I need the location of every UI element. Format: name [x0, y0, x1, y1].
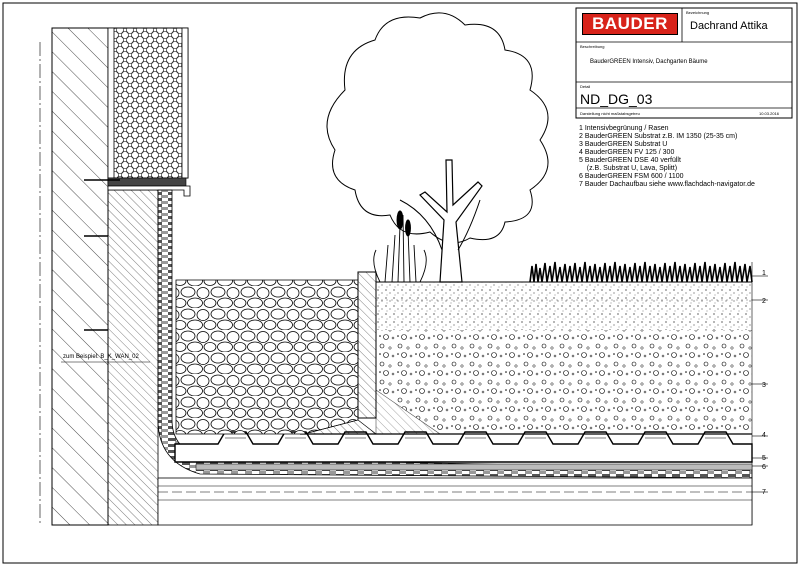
turf	[376, 261, 753, 283]
detail-label: Detail	[580, 84, 591, 89]
layer-marker-5: 5	[762, 455, 766, 462]
roof-buildup	[157, 477, 753, 526]
layer-marker-4: 4	[762, 432, 766, 439]
layer-marker-2: 2	[762, 298, 766, 305]
description-label: Beschreibung	[580, 44, 605, 49]
bauder-logo: BAUDER	[582, 13, 678, 35]
description: BauderGREEN Intensiv, Dachgarten Bäume	[590, 59, 708, 65]
layer-marker-6: 6	[762, 464, 766, 471]
substrate-u	[376, 330, 752, 434]
layer-markers: 1 2 3 4 5 6 7	[762, 270, 766, 496]
legend-item-7: 7 Bauder Dachaufbau siehe www.flachdach-…	[579, 181, 755, 188]
drainage-element	[174, 431, 753, 463]
detail-id: ND_DG_03	[580, 91, 653, 107]
date: 10.03.2016	[759, 111, 780, 116]
reed-plants	[373, 210, 427, 283]
tree	[326, 12, 549, 283]
layer-marker-1: 1	[762, 270, 766, 277]
legend-item-5: 5 BauderGREEN DSE 40 verfüllt	[579, 157, 681, 164]
gravel-strip	[175, 279, 359, 435]
attic-parapet	[84, 177, 191, 526]
intensive-substrate	[376, 282, 752, 330]
legend-item-2: 2 BauderGREEN Substrat z.B. IM 1350 (25-…	[579, 133, 738, 140]
designation: Dachrand Attika	[690, 20, 768, 32]
facade-insulation	[107, 27, 189, 179]
legend-item-5-note: (z.B. Substrat U, Lava, Splitt)	[579, 165, 678, 172]
reference-note: zum Beispiel: B_K_WAN_02	[63, 354, 139, 360]
legend-item-4: 4 BauderGREEN FV 125 / 300	[579, 149, 675, 156]
legend-item-1: 1 Intensivbegrünung / Rasen	[579, 125, 669, 132]
legend-item-3: 3 BauderGREEN Substrat U	[579, 141, 668, 148]
building-wall	[51, 27, 109, 526]
designation-label: Bezeichnung	[686, 10, 710, 15]
scale-note: Darstellung nicht maßstabsgetreu	[580, 111, 640, 116]
legend-item-6: 6 BauderGREEN FSM 600 / 1100	[579, 173, 684, 180]
waterproofing-upstand	[157, 189, 753, 479]
layer-marker-3: 3	[762, 382, 766, 389]
protection-mat	[195, 463, 753, 471]
layer-marker-7: 7	[762, 489, 766, 496]
